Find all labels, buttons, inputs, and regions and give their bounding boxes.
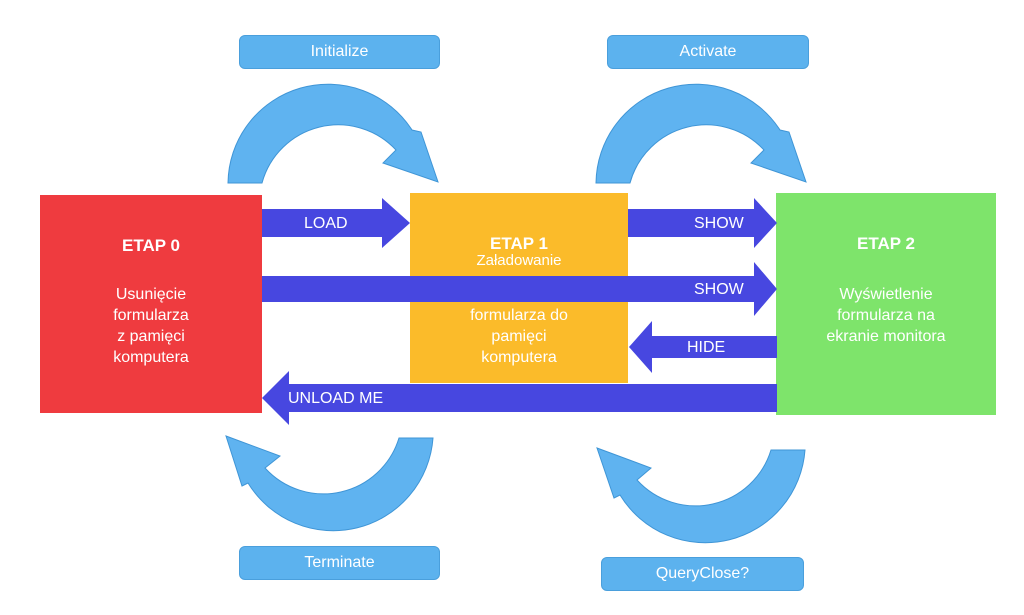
- stage-2-box: ETAP 2 Wyświetlenie formularza na ekrani…: [776, 193, 996, 415]
- stage-2-description: Wyświetlenie formularza na ekranie monit…: [826, 286, 946, 345]
- terminate-loop-arrow: [225, 435, 434, 532]
- show-label-0-to-2: SHOW: [694, 281, 744, 298]
- initialize-loop-arrow: [227, 83, 439, 184]
- hide-label: HIDE: [687, 339, 726, 356]
- activate-event: Activate: [607, 35, 809, 69]
- activate-loop-arrow: [595, 83, 807, 184]
- initialize-event: Initialize: [239, 35, 440, 69]
- stage-0-description: Usunięcie formularza z pamięci komputera: [113, 286, 189, 366]
- terminate-event: Terminate: [239, 546, 440, 580]
- load-arrow: [262, 198, 410, 248]
- unload-label: UNLOAD ME: [288, 390, 384, 407]
- unload-arrow: [262, 371, 777, 425]
- queryclose-loop-arrow: [596, 447, 806, 544]
- queryclose-event: QueryClose?: [601, 557, 804, 591]
- show-arrow-1-to-2: [628, 198, 777, 248]
- show-arrow-0-to-2: [262, 262, 777, 316]
- stage-1-description: Załadowanie formularza do pamięci komput…: [470, 252, 568, 366]
- stage-0-box: ETAP 0 Usunięcie formularza z pamięci ko…: [40, 195, 262, 413]
- stage-1-title: ETAP 1: [490, 234, 548, 253]
- hide-arrow: [629, 321, 777, 373]
- stage-2-title: ETAP 2: [857, 234, 915, 253]
- stage-0-title: ETAP 0: [122, 236, 180, 255]
- load-label: LOAD: [304, 215, 348, 232]
- show-label-1-to-2: SHOW: [694, 215, 744, 232]
